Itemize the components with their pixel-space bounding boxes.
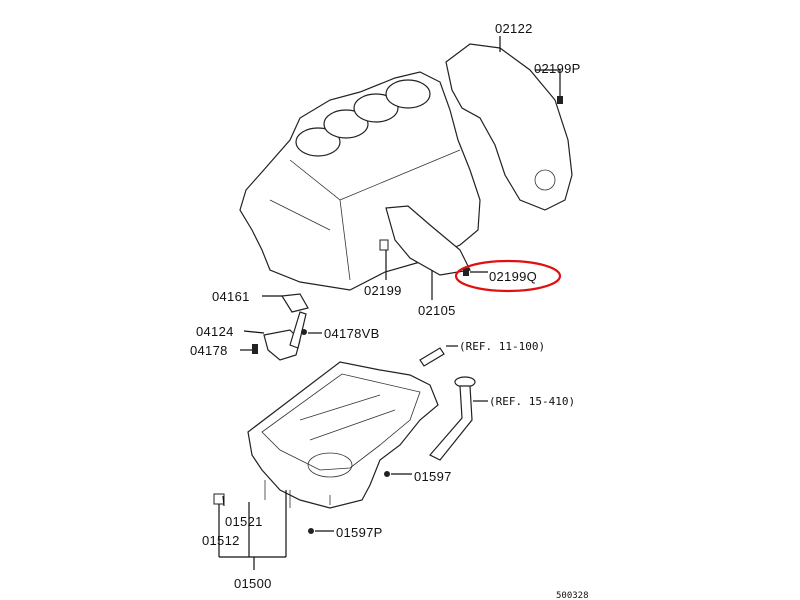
label-02199[interactable]: 02199 [364,283,402,298]
oil-strainer [240,293,322,361]
baffle-plate [379,205,488,300]
label-01597[interactable]: 01597 [414,469,452,484]
label-01500[interactable]: 01500 [234,576,272,591]
label-04178VB[interactable]: 04178VB [324,326,380,341]
ref-15-410[interactable]: (REF. 15-410) [489,395,575,408]
label-02199P[interactable]: 02199P [534,61,581,76]
bolt-icon [557,96,563,104]
bolt-icon [463,268,469,276]
bolt-icon [379,239,389,251]
highlight-circle [454,259,562,293]
ref-11-100[interactable]: (REF. 11-100) [459,340,545,353]
drain-plug-icon [213,493,225,505]
dipstick-tube [419,345,488,461]
label-02105[interactable]: 02105 [418,303,456,318]
label-01512[interactable]: 01512 [202,533,240,548]
label-01521[interactable]: 01521 [225,514,263,529]
figure-code: 500328 [556,591,589,600]
bolt-icon [384,471,390,477]
oil-pan [213,361,439,570]
label-04178[interactable]: 04178 [190,343,228,358]
label-04124[interactable]: 04124 [196,324,234,339]
bolt-icon [252,344,258,354]
label-02199Q[interactable]: 02199Q [489,269,537,284]
rear-plate [445,36,573,211]
label-01597P[interactable]: 01597P [336,525,383,540]
label-02122[interactable]: 02122 [495,21,533,36]
bolt-icon [301,329,307,335]
bolt-icon [308,528,314,534]
label-04161[interactable]: 04161 [212,289,250,304]
